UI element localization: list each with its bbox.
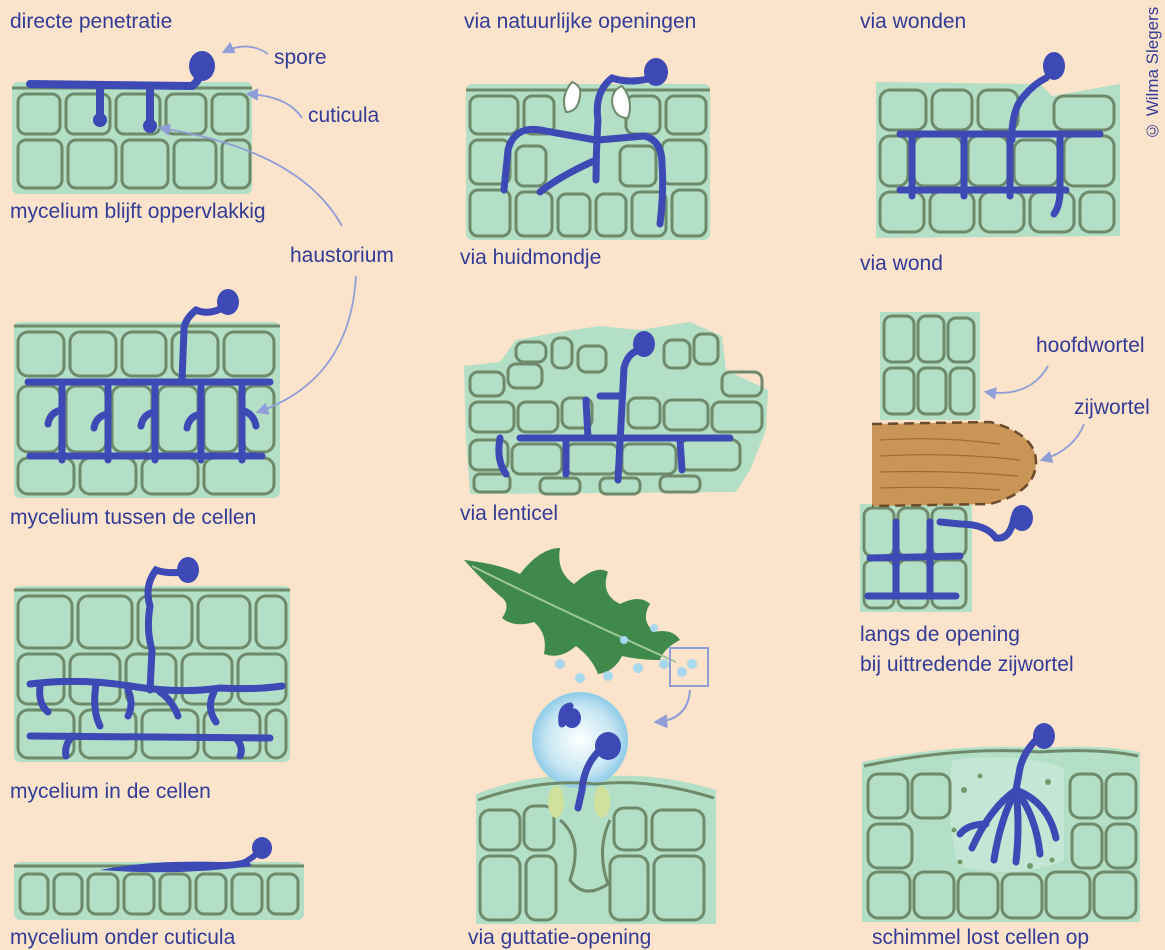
caption-lateral-root-line2: bij uittredende zijwortel	[860, 650, 1074, 680]
panel-intracellular-mycelium	[14, 557, 290, 762]
spore-body	[177, 557, 199, 583]
guard-cell	[594, 786, 610, 818]
panel-superficial-mycelium	[12, 51, 252, 194]
panel-guttation-opening	[476, 692, 716, 924]
spore-body	[595, 732, 621, 760]
column-title-wounds: via wonden	[860, 10, 966, 34]
spore-body	[1043, 52, 1065, 80]
guard-cell	[548, 786, 564, 818]
panel-dissolving-cells	[862, 723, 1140, 922]
magnify-arrow	[656, 690, 690, 722]
caption-dissolving: schimmel lost cellen op	[872, 926, 1089, 950]
caption-stoma: via huidmondje	[460, 246, 601, 270]
copyright-credit: © Wilma Slegers	[1141, 0, 1165, 140]
spore-body	[252, 837, 272, 859]
lateral-root	[872, 422, 1036, 506]
panel-lenticel	[464, 322, 768, 494]
panel-wound	[876, 52, 1120, 238]
caption-subcuticular: mycelium onder cuticula	[10, 926, 235, 950]
spore-body	[189, 51, 215, 81]
callout-haustorium: haustorium	[290, 244, 394, 268]
caption-lenticel: via lenticel	[460, 502, 558, 526]
callout-arrow-zijwortel	[1042, 424, 1084, 460]
spore-body	[1011, 505, 1033, 531]
callout-arrow-hoofdwortel	[986, 366, 1048, 393]
spore-body	[633, 331, 655, 357]
spore-body	[563, 708, 581, 728]
main-root-tissue-upper	[880, 312, 980, 420]
column-title-direct: directe penetratie	[10, 10, 172, 34]
callout-zijwortel: zijwortel	[1074, 396, 1150, 420]
oak-leaf	[464, 548, 680, 674]
haustorium	[143, 119, 157, 133]
haustorium	[93, 113, 107, 127]
caption-wound: via wond	[860, 252, 943, 276]
column-title-natural-openings: via natuurlijke openingen	[464, 10, 696, 34]
spore-body	[217, 289, 239, 315]
callout-hoofdwortel: hoofdwortel	[1036, 334, 1145, 358]
panel-stoma	[466, 58, 710, 240]
caption-lateral-root-line1: langs de opening	[860, 620, 1020, 650]
caption-guttation: via guttatie-opening	[468, 926, 651, 950]
callout-cuticula: cuticula	[308, 104, 379, 128]
callout-spore: spore	[274, 46, 327, 70]
spore-body	[644, 58, 668, 86]
caption-intercellular: mycelium tussen de cellen	[10, 506, 256, 530]
panel-intercellular-mycelium	[14, 289, 280, 498]
caption-intracellular: mycelium in de cellen	[10, 780, 211, 804]
spore-body	[1033, 723, 1055, 749]
panel-subcuticular-mycelium	[14, 837, 304, 920]
caption-superficial: mycelium blijft oppervlakkig	[10, 200, 266, 224]
